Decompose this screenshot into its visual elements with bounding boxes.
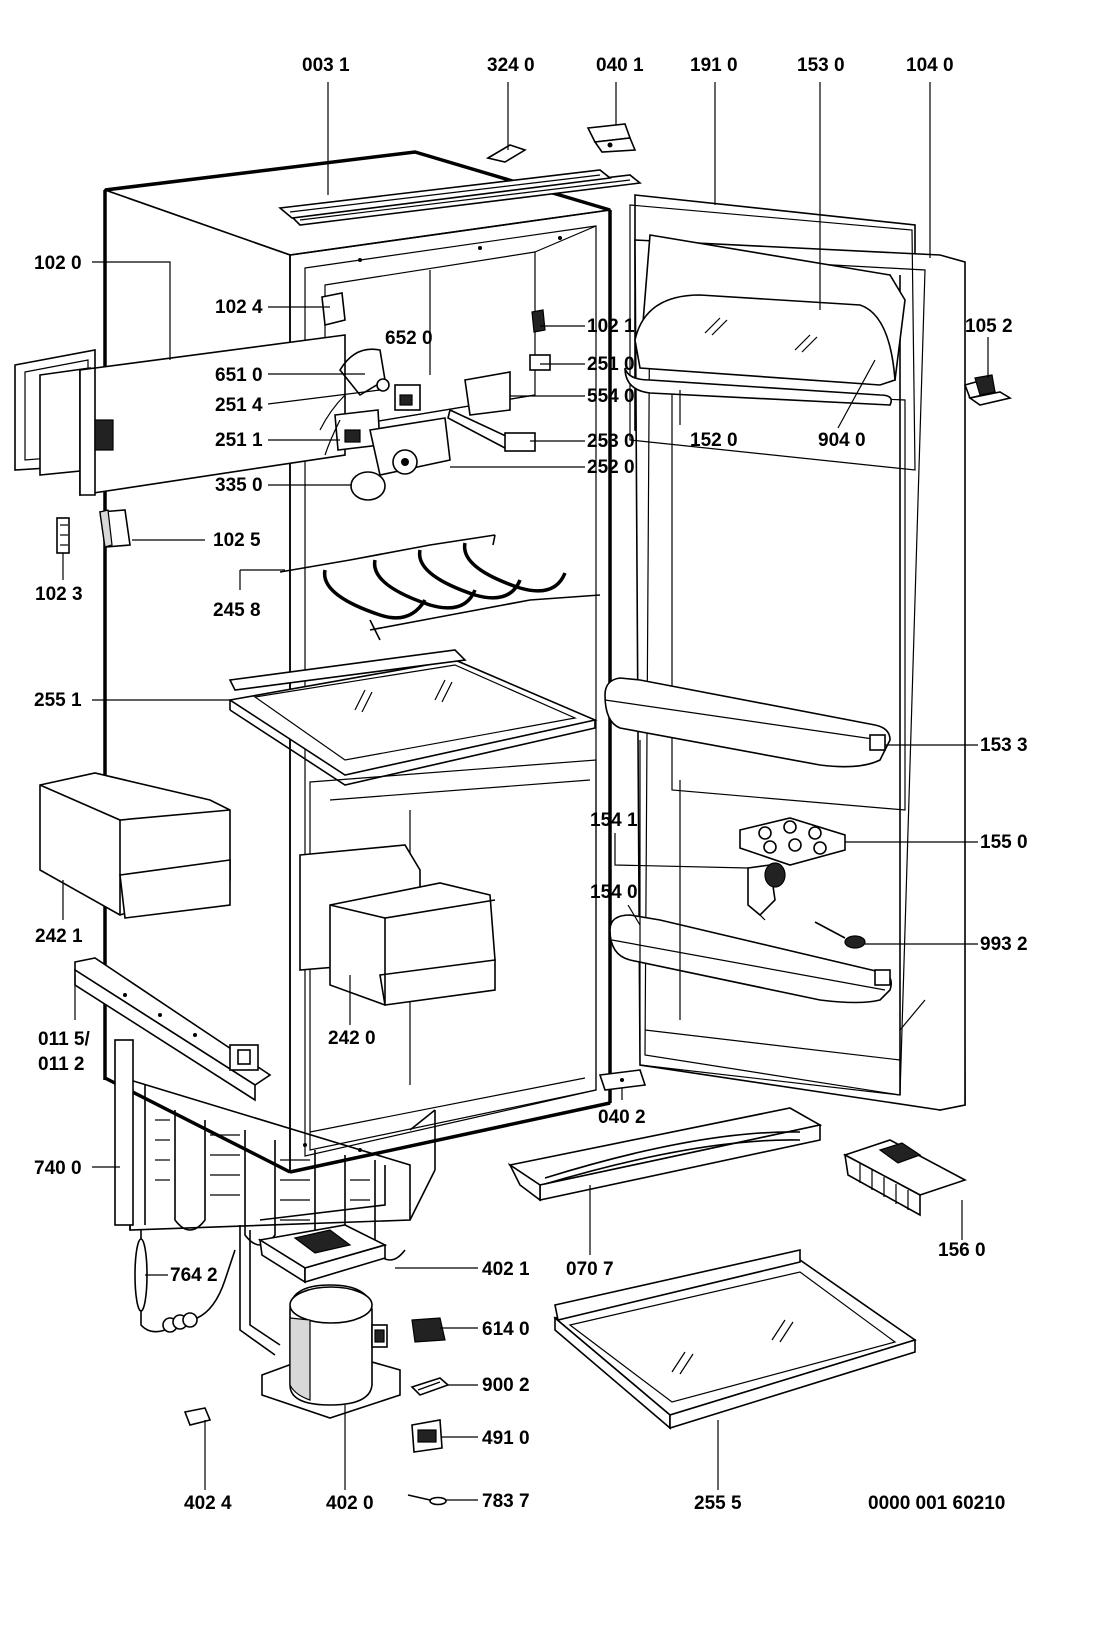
label-152-0: 152 0 bbox=[690, 430, 738, 451]
label-040-1: 040 1 bbox=[596, 55, 644, 76]
label-253-0: 253 0 bbox=[587, 431, 635, 452]
label-255-5: 255 5 bbox=[694, 1493, 742, 1514]
grille-070-7 bbox=[507, 1107, 823, 1202]
hinge-part-040-1 bbox=[586, 123, 637, 153]
part-324-0 bbox=[485, 144, 527, 163]
part-491-0 bbox=[411, 1419, 443, 1453]
label-102-0: 102 0 bbox=[34, 253, 82, 274]
label-154-1: 154 1 bbox=[590, 810, 638, 831]
crisper-box-242-0 bbox=[299, 844, 496, 1006]
label-102-3: 102 3 bbox=[35, 584, 83, 605]
label-614-0: 614 0 bbox=[482, 1319, 530, 1340]
part-102-3 bbox=[56, 517, 70, 554]
hinge-040-2 bbox=[598, 1069, 647, 1091]
label-783-7: 783 7 bbox=[482, 1491, 530, 1512]
label-242-1: 242 1 bbox=[35, 926, 83, 947]
label-740-0: 740 0 bbox=[34, 1158, 82, 1179]
thermostat-components bbox=[319, 292, 551, 501]
label-191-0: 191 0 bbox=[690, 55, 738, 76]
leader-lines bbox=[62, 82, 989, 1501]
label-153-3: 153 3 bbox=[980, 735, 1028, 756]
clip-402-4 bbox=[183, 1407, 212, 1426]
label-011-5: 011 5/ bbox=[38, 1029, 90, 1050]
label-105-2: 105 2 bbox=[965, 316, 1013, 337]
door bbox=[604, 194, 966, 1111]
label-402-0: 402 0 bbox=[326, 1493, 374, 1514]
label-324-0: 324 0 bbox=[487, 55, 535, 76]
egg-tray-155-0 bbox=[739, 817, 846, 866]
tray-156-0 bbox=[842, 1139, 968, 1217]
relay-614-0 bbox=[411, 1317, 446, 1343]
label-154-0: 154 0 bbox=[590, 882, 638, 903]
document-number: 0000 001 60210 bbox=[868, 1493, 1005, 1514]
front-rail-011 bbox=[74, 957, 272, 1102]
label-155-0: 155 0 bbox=[980, 832, 1028, 853]
label-900-2: 900 2 bbox=[482, 1375, 530, 1396]
label-242-0: 242 0 bbox=[328, 1028, 376, 1049]
part-154-1 bbox=[747, 862, 786, 921]
label-402-1: 402 1 bbox=[482, 1259, 530, 1280]
label-040-2: 040 2 bbox=[598, 1107, 646, 1128]
label-245-8: 245 8 bbox=[213, 600, 261, 621]
label-402-4: 402 4 bbox=[184, 1493, 232, 1514]
label-104-0: 104 0 bbox=[906, 55, 954, 76]
hinge-105-2 bbox=[963, 374, 1013, 406]
side-panel-102-0 bbox=[14, 334, 350, 496]
part-993-2 bbox=[814, 921, 866, 949]
cable-783-7 bbox=[407, 1494, 447, 1506]
label-156-0: 156 0 bbox=[938, 1240, 986, 1261]
crisper-box-242-1 bbox=[39, 772, 231, 919]
label-102-4: 102 4 bbox=[215, 297, 263, 318]
label-491-0: 491 0 bbox=[482, 1428, 530, 1449]
label-652-0: 652 0 bbox=[385, 328, 433, 349]
label-764-2: 764 2 bbox=[170, 1265, 218, 1286]
label-251-1: 251 1 bbox=[215, 430, 263, 451]
clip-900-2 bbox=[410, 1377, 450, 1396]
label-554-0: 554 0 bbox=[587, 386, 635, 407]
label-993-2: 993 2 bbox=[980, 934, 1028, 955]
label-251-0: 251 0 bbox=[587, 354, 635, 375]
top-rail-part bbox=[278, 169, 612, 219]
label-102-1: 102 1 bbox=[587, 316, 635, 337]
part-labels: 003 1 324 0 040 1 191 0 153 0 104 0 102 … bbox=[34, 55, 1028, 1514]
part-102-5 bbox=[99, 509, 131, 548]
compressor-402-0 bbox=[261, 1284, 401, 1419]
label-651-0: 651 0 bbox=[215, 365, 263, 386]
label-252-0: 252 0 bbox=[587, 457, 635, 478]
label-011-2: 011 2 bbox=[38, 1054, 85, 1075]
sensor-764-2 bbox=[134, 1230, 236, 1333]
label-153-0: 153 0 bbox=[797, 55, 845, 76]
wire-shelf-245-8 bbox=[279, 534, 601, 641]
label-102-5: 102 5 bbox=[213, 530, 261, 551]
label-003-1: 003 1 bbox=[302, 55, 350, 76]
glass-shelf-255-5 bbox=[553, 1249, 917, 1430]
compressor-holder-402-1 bbox=[257, 1224, 388, 1284]
label-070-7: 070 7 bbox=[566, 1259, 614, 1280]
label-255-1: 255 1 bbox=[34, 690, 82, 711]
label-335-0: 335 0 bbox=[215, 475, 263, 496]
label-251-4: 251 4 bbox=[215, 395, 263, 416]
label-904-0: 904 0 bbox=[818, 430, 866, 451]
glass-shelf-255-1 bbox=[227, 649, 598, 786]
